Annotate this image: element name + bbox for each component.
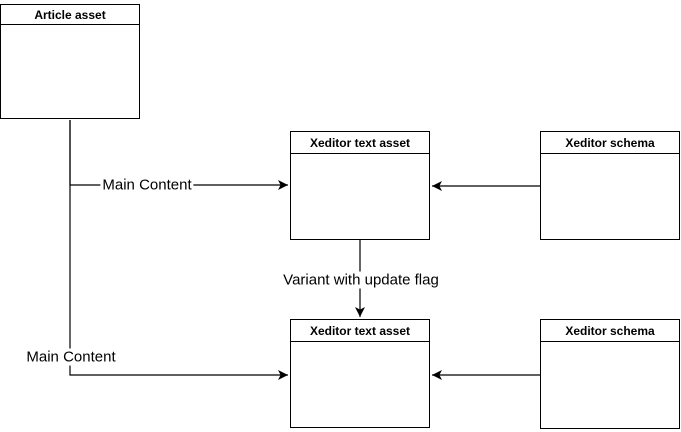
node-article-asset: Article asset — [0, 4, 140, 119]
node-article-asset-body — [1, 25, 139, 118]
node-xeditor-schema-bottom-body — [541, 342, 679, 428]
node-xeditor-text-asset-bottom-title: Xeditor text asset — [291, 320, 429, 342]
node-xeditor-schema-top-title: Xeditor schema — [541, 132, 679, 154]
edge-label-variant-with-update-flag: Variant with update flag — [281, 271, 441, 289]
node-xeditor-text-asset-top-title: Xeditor text asset — [291, 132, 429, 154]
edge-article-to-text-asset-bottom — [69, 120, 288, 380]
node-xeditor-schema-bottom-title: Xeditor schema — [541, 320, 679, 342]
node-article-asset-title: Article asset — [1, 5, 139, 25]
node-xeditor-text-asset-top-body — [291, 154, 429, 239]
edge-label-main-content-bottom: Main Content — [24, 348, 118, 366]
node-xeditor-text-asset-bottom-body — [291, 342, 429, 427]
node-xeditor-schema-bottom: Xeditor schema — [540, 319, 680, 429]
node-xeditor-schema-top: Xeditor schema — [540, 131, 680, 240]
node-xeditor-text-asset-top: Xeditor text asset — [290, 131, 430, 240]
edge-article-to-text-asset-top — [69, 120, 288, 190]
edge-label-main-content-top: Main Content — [100, 176, 194, 194]
node-xeditor-schema-top-body — [541, 154, 679, 239]
node-xeditor-text-asset-bottom: Xeditor text asset — [290, 319, 430, 428]
